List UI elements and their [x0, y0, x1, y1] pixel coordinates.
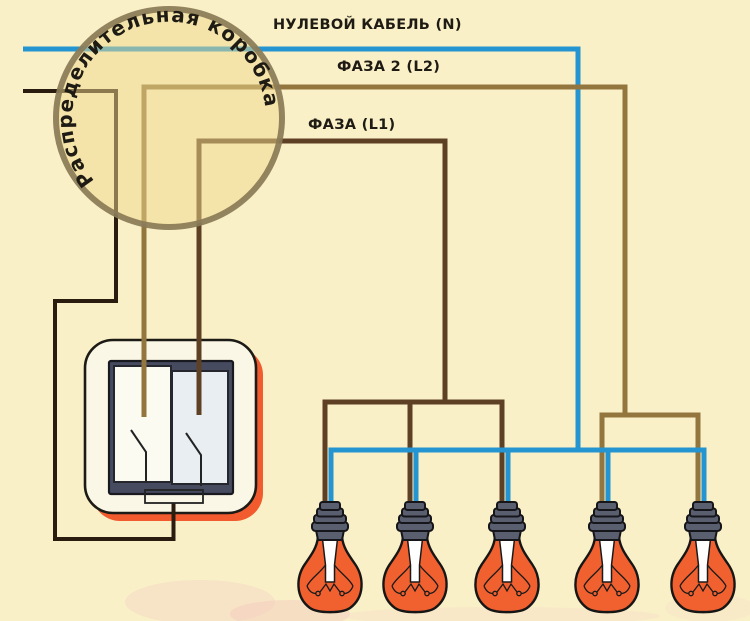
phase1-wire-distributor: [322, 399, 505, 506]
phase2-wire-trunk: [141, 84, 628, 417]
phase1-wires: [196, 138, 505, 506]
phase1-wire-trunk: [196, 138, 448, 415]
junction-box-circle: [53, 6, 285, 230]
label-neutral-cable: НУЛЕВОЙ КАБЕЛЬ (N): [273, 16, 462, 33]
phase2-wire-distributor: [599, 412, 701, 506]
switch-contact-left: [130, 429, 147, 483]
neutral-bus: [328, 447, 707, 506]
switch-contact-right: [185, 432, 202, 486]
neutral-distribution: [328, 447, 707, 506]
junction-box-outline: [53, 6, 285, 230]
junction-box-fill: [56, 9, 282, 227]
switch-contacts: [130, 429, 204, 504]
switch-output-junction: [144, 489, 204, 504]
label-phase-2: ФАЗА 2 (L2): [337, 59, 440, 75]
label-phase-1: ФАЗА (L1): [308, 117, 395, 133]
phase2-wires: [141, 84, 701, 506]
switch-two-gang: [83, 338, 263, 521]
